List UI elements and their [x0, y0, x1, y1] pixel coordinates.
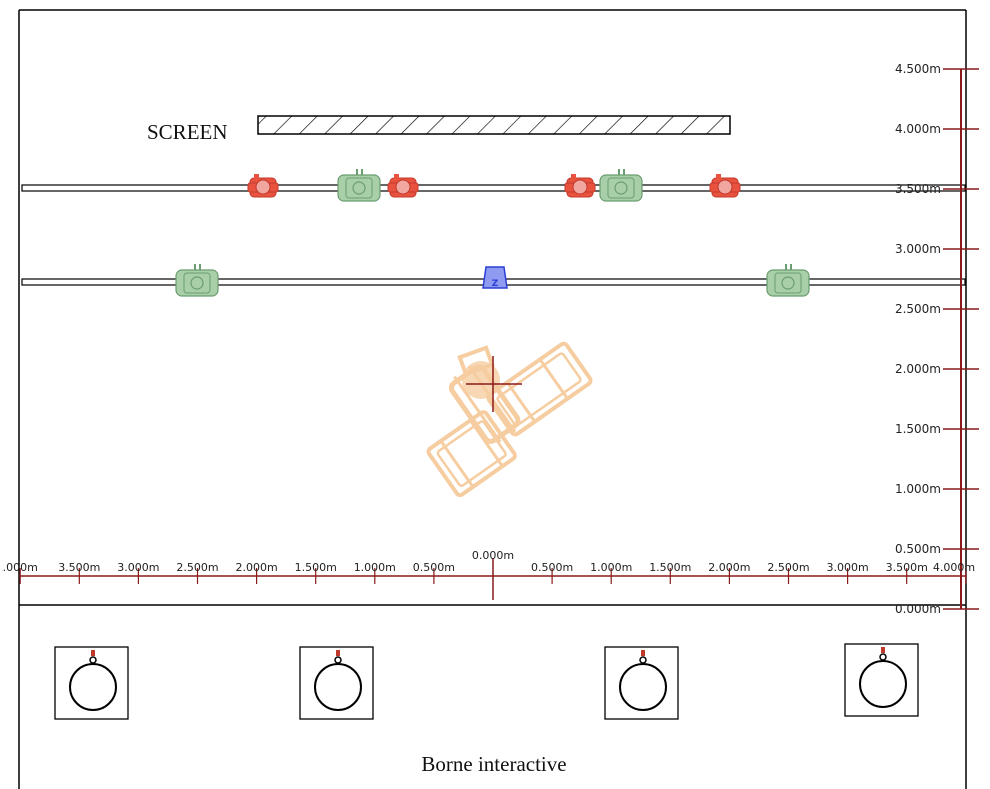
robot-arm-sketch — [426, 341, 593, 498]
vertical-scale-label: 4.000m — [895, 122, 941, 136]
horizontal-scale-label: 1.000m — [354, 561, 396, 574]
upper-truss-rail — [21, 184, 966, 192]
red-fixture — [709, 174, 741, 198]
interactive-kiosk — [604, 646, 679, 720]
green-fixture — [766, 264, 810, 297]
horizontal-scale-label: 1.500m — [649, 561, 691, 574]
green-fixture — [337, 169, 381, 202]
horizontal-scale-label: .000m — [3, 561, 38, 574]
interactive-kiosk — [54, 646, 129, 720]
horizontal-scale-center-label: 0.000m — [472, 549, 514, 562]
vertical-scale-label: 0.000m — [895, 602, 941, 616]
red-fixture — [564, 174, 596, 198]
horizontal-scale-label: 2.500m — [767, 561, 809, 574]
vertical-scale-label: 3.000m — [895, 242, 941, 256]
horizontal-scale-label: 1.000m — [590, 561, 632, 574]
horizontal-scale-label: 2.000m — [235, 561, 277, 574]
vertical-scale-label: 1.500m — [895, 422, 941, 436]
blue-fixture-letter: Z — [492, 279, 499, 289]
interactive-kiosk — [844, 643, 919, 717]
screen-label: SCREEN — [147, 120, 228, 144]
horizontal-scale-label: 0.500m — [531, 561, 573, 574]
horizontal-scale-label: 3.000m — [117, 561, 159, 574]
red-fixture — [247, 174, 279, 198]
horizontal-scale-label: 2.000m — [708, 561, 750, 574]
red-fixture — [387, 174, 419, 198]
kiosk-label: Borne interactive — [421, 752, 566, 776]
green-fixture — [599, 169, 643, 202]
kiosks-layer — [54, 643, 919, 720]
green-fixture — [175, 264, 219, 297]
horizontal-scale: .000m 3.500m 3.000m 2.500m 2.000m 1.500m 1.000… — [3, 549, 975, 600]
vertical-scale: 4.500m 4.000m 3.500m 3.000m 2.500m 2.000m 1.50… — [895, 62, 979, 616]
vertical-scale-label: 3.500m — [895, 182, 941, 196]
horizontal-scale-label: 0.500m — [413, 561, 455, 574]
fixtures-layer: Z — [175, 169, 810, 297]
horizontal-scale-label: 3.500m — [58, 561, 100, 574]
vertical-scale-label: 0.500m — [895, 542, 941, 556]
center-crosshair — [466, 356, 522, 412]
horizontal-scale-label: 4.000m — [933, 561, 975, 574]
horizontal-scale-label: 2.500m — [176, 561, 218, 574]
vertical-scale-label: 4.500m — [895, 62, 941, 76]
horizontal-scale-label: 3.000m — [826, 561, 868, 574]
horizontal-scale-label: 1.500m — [295, 561, 337, 574]
plan-frame — [18, 9, 967, 789]
horizontal-scale-label: 3.500m — [886, 561, 928, 574]
screen-hatched-rect — [257, 115, 731, 135]
interactive-kiosk — [299, 646, 374, 720]
blue-fixture: Z — [482, 266, 508, 289]
screen: SCREEN — [147, 115, 731, 144]
vertical-scale-label: 2.000m — [895, 362, 941, 376]
vertical-scale-label: 2.500m — [895, 302, 941, 316]
vertical-scale-label: 1.000m — [895, 482, 941, 496]
